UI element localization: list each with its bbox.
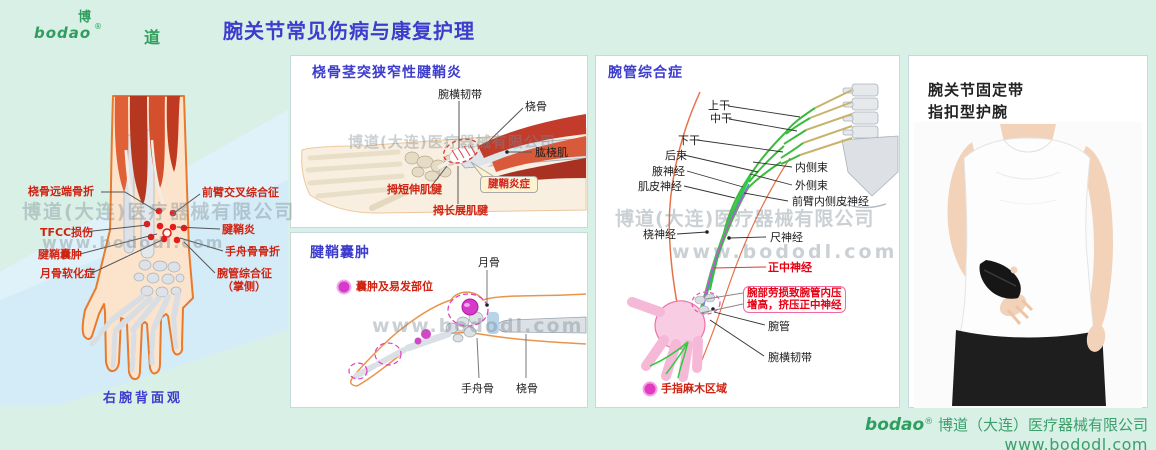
wrist-brace <box>979 260 1021 299</box>
label-median-nerve: 正中神经 <box>768 261 812 274</box>
logo-wordmark: bodao <box>34 24 92 42</box>
label-radius-2: 桡骨 <box>516 382 538 395</box>
footer-website: www.bododl.com <box>1004 435 1148 450</box>
logo-char-right: 道 <box>144 28 161 47</box>
label-lunate: 月骨 <box>478 256 500 269</box>
page-title: 腕关节常见伤病与康复护理 <box>223 19 475 43</box>
brand-logo: 博 bodao ® 道 <box>28 4 178 48</box>
label-transverse-ligament-3: 腕横韧带 <box>768 351 812 364</box>
logo-reg-mark: ® <box>94 22 102 31</box>
panel2-title: 腱鞘囊肿 <box>310 245 370 261</box>
label-scaphoid: 手舟骨 <box>461 382 494 395</box>
panel-carpal-tunnel <box>595 55 900 408</box>
label-ganglion-cyst: 腱鞘囊肿 <box>38 248 82 261</box>
label-ulnar-nerve: 尺神经 <box>770 231 803 244</box>
inflammation-callout: 腱鞘炎症 <box>480 176 538 193</box>
label-forearm-cross-syndrome: 前臂交叉综合征 <box>202 186 279 199</box>
label-transverse-ligament-1: 腕横韧带 <box>438 88 482 101</box>
label-epb-tendon: 拇短伸肌腱 <box>387 183 442 196</box>
logo-char-top: 博 <box>78 10 92 25</box>
legend-cyst-sites: 囊肿及易发部位 <box>356 280 433 293</box>
footer-logo-wordmark: bodao <box>865 415 925 435</box>
label-medial-antebrachial-cutaneous-nerve: 前臂内侧皮神经 <box>792 195 869 208</box>
panel1-title: 桡骨茎突狭窄性腱鞘炎 <box>312 65 462 81</box>
brachial-plexus-illustration <box>627 83 899 397</box>
label-lower-trunk: 下干 <box>678 134 700 147</box>
label-radial-nerve: 桡神经 <box>643 228 676 241</box>
wrist-brace-product-photo <box>914 122 1142 408</box>
label-middle-trunk: 中干 <box>710 112 732 125</box>
footer-logo-reg: ® <box>924 417 934 427</box>
numb-area-legend-dot-icon <box>642 381 658 397</box>
label-tenosynovitis: 腱鞘炎 <box>222 223 255 236</box>
label-medial-cord: 内侧束 <box>795 161 828 174</box>
label-axillary-nerve: 腋神经 <box>652 165 685 178</box>
ganglion-illustration <box>336 270 587 387</box>
wrist-diagram-caption: 右腕背面观 <box>103 391 184 406</box>
label-brachioradialis: 肱桡肌 <box>535 146 568 159</box>
label-carpal-canal: 腕管 <box>768 320 790 333</box>
product-title-line1: 腕关节固定带 <box>928 81 1025 99</box>
label-apl-tendon: 拇长展肌腱 <box>433 204 488 217</box>
callout-line2: 增高，挤压正中神经 <box>747 298 842 311</box>
label-posterior-cord: 后束 <box>665 149 687 162</box>
label-radius-1: 桡骨 <box>525 100 547 113</box>
callout-line1: 腕部劳损致腕管内压 <box>747 287 842 299</box>
label-lunate-malacia: 月骨软化症 <box>40 267 95 280</box>
footer-brand: bodao® 博道（大连）医疗器械有限公司 www.bododl.com <box>865 414 1148 450</box>
label-carpal-tunnel-palmar: 腕管综合征 <box>217 267 272 280</box>
label-scaphoid-fracture: 手舟骨骨折 <box>225 245 280 258</box>
panel3-title: 腕管综合症 <box>608 65 683 81</box>
cyst-legend-dot-icon <box>336 279 352 295</box>
label-lateral-cord: 外侧束 <box>795 179 828 192</box>
label-tfcc-injury: TFCC损伤 <box>40 226 94 239</box>
legend-numb-area: 手指麻木区域 <box>661 382 727 395</box>
label-upper-trunk: 上干 <box>708 99 730 112</box>
label-musculocutaneous-nerve: 肌皮神经 <box>638 180 682 193</box>
footer-company-name: 博道（大连）医疗器械有限公司 <box>937 416 1148 434</box>
label-distal-radius-fracture: 桡骨远端骨折 <box>28 185 94 198</box>
carpal-pressure-callout: 腕部劳损致腕管内压 增高，挤压正中神经 <box>743 286 846 313</box>
wrist-back-view-illustration <box>0 95 288 405</box>
label-carpal-tunnel-note: （掌侧） <box>222 280 266 293</box>
product-title-line2: 指扣型护腕 <box>928 103 1009 121</box>
